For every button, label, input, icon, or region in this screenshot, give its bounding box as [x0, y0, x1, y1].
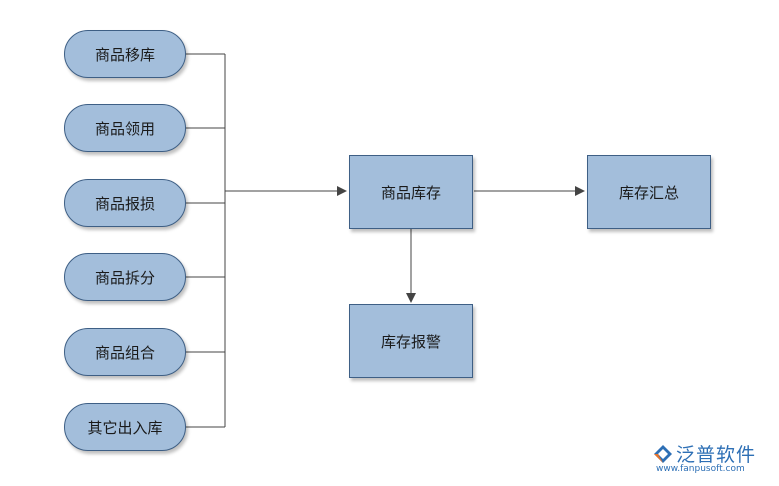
brand-logo-icon	[654, 445, 672, 463]
brand-name: 泛普软件	[676, 444, 757, 466]
node-goods-requisition: 商品领用	[64, 104, 186, 152]
brand-url: www.fanpusoft.com	[656, 464, 745, 474]
node-inventory-summary: 库存汇总	[587, 155, 711, 229]
node-other-in-out: 其它出入库	[64, 403, 186, 451]
node-goods-damage-report: 商品报损	[64, 179, 186, 227]
node-goods-inventory: 商品库存	[349, 155, 473, 229]
brand-logo: 泛普软件 www.fanpusoft.com	[652, 440, 772, 476]
node-goods-combine: 商品组合	[64, 328, 186, 376]
node-inventory-alert: 库存报警	[349, 304, 473, 378]
node-goods-transfer: 商品移库	[64, 30, 186, 78]
node-goods-split: 商品拆分	[64, 253, 186, 301]
